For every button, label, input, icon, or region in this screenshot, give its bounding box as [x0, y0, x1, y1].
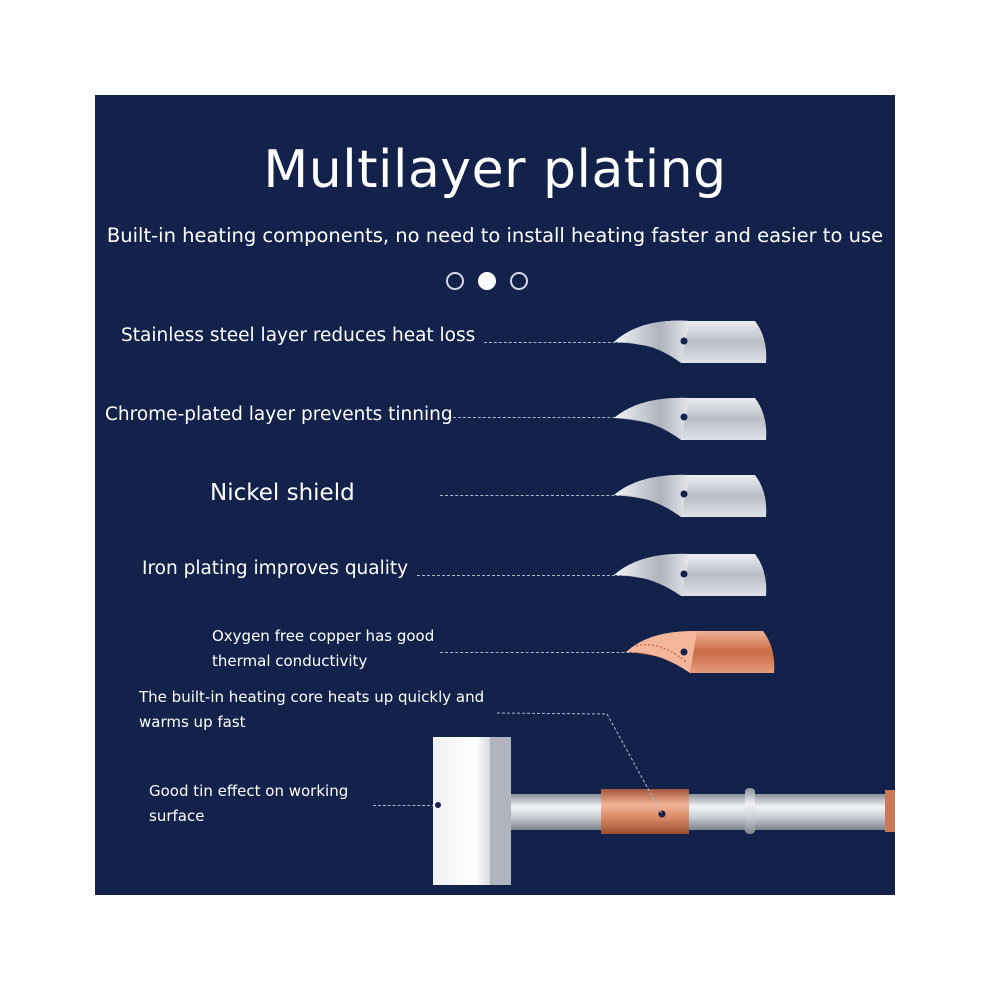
leader-line-chrome: [443, 417, 680, 418]
leader-line-copper: [440, 652, 680, 653]
layer-label-nickel: Nickel shield: [210, 480, 355, 506]
page-subtitle: Built-in heating components, no need to …: [106, 224, 884, 247]
layer-chrome-piece: [614, 397, 767, 440]
layer-label-iron: Iron plating improves quality: [142, 558, 409, 579]
core-label: The built-in heating core heats up quick…: [139, 688, 485, 731]
layer-copper-piece: [626, 630, 775, 673]
soldering-tip-rod: [433, 737, 895, 885]
leader-line-stainless: [484, 342, 680, 343]
layer-label-chrome: Chrome-plated layer prevents tinning: [105, 404, 453, 425]
tip-label: Good tin effect on working surface: [149, 782, 349, 825]
pagination-dot-3[interactable]: [510, 272, 528, 290]
pagination-dot-2[interactable]: [478, 272, 496, 290]
page-title: Multilayer plating: [263, 140, 727, 200]
layer-label-copper: Oxygen free copper has good thermal cond…: [212, 627, 435, 670]
pagination-dot-1[interactable]: [446, 272, 464, 290]
pagination-dots[interactable]: [446, 272, 546, 296]
layer-iron-piece: [614, 553, 767, 596]
layer-stainless-piece: [614, 320, 767, 363]
leader-line-tip: [373, 805, 435, 806]
core-leader: [496, 712, 663, 815]
leader-line-iron: [417, 575, 680, 576]
leader-line-nickel: [440, 495, 680, 496]
layer-label-stainless: Stainless steel layer reduces heat loss: [121, 325, 476, 346]
layer-nickel-piece: [614, 474, 767, 517]
